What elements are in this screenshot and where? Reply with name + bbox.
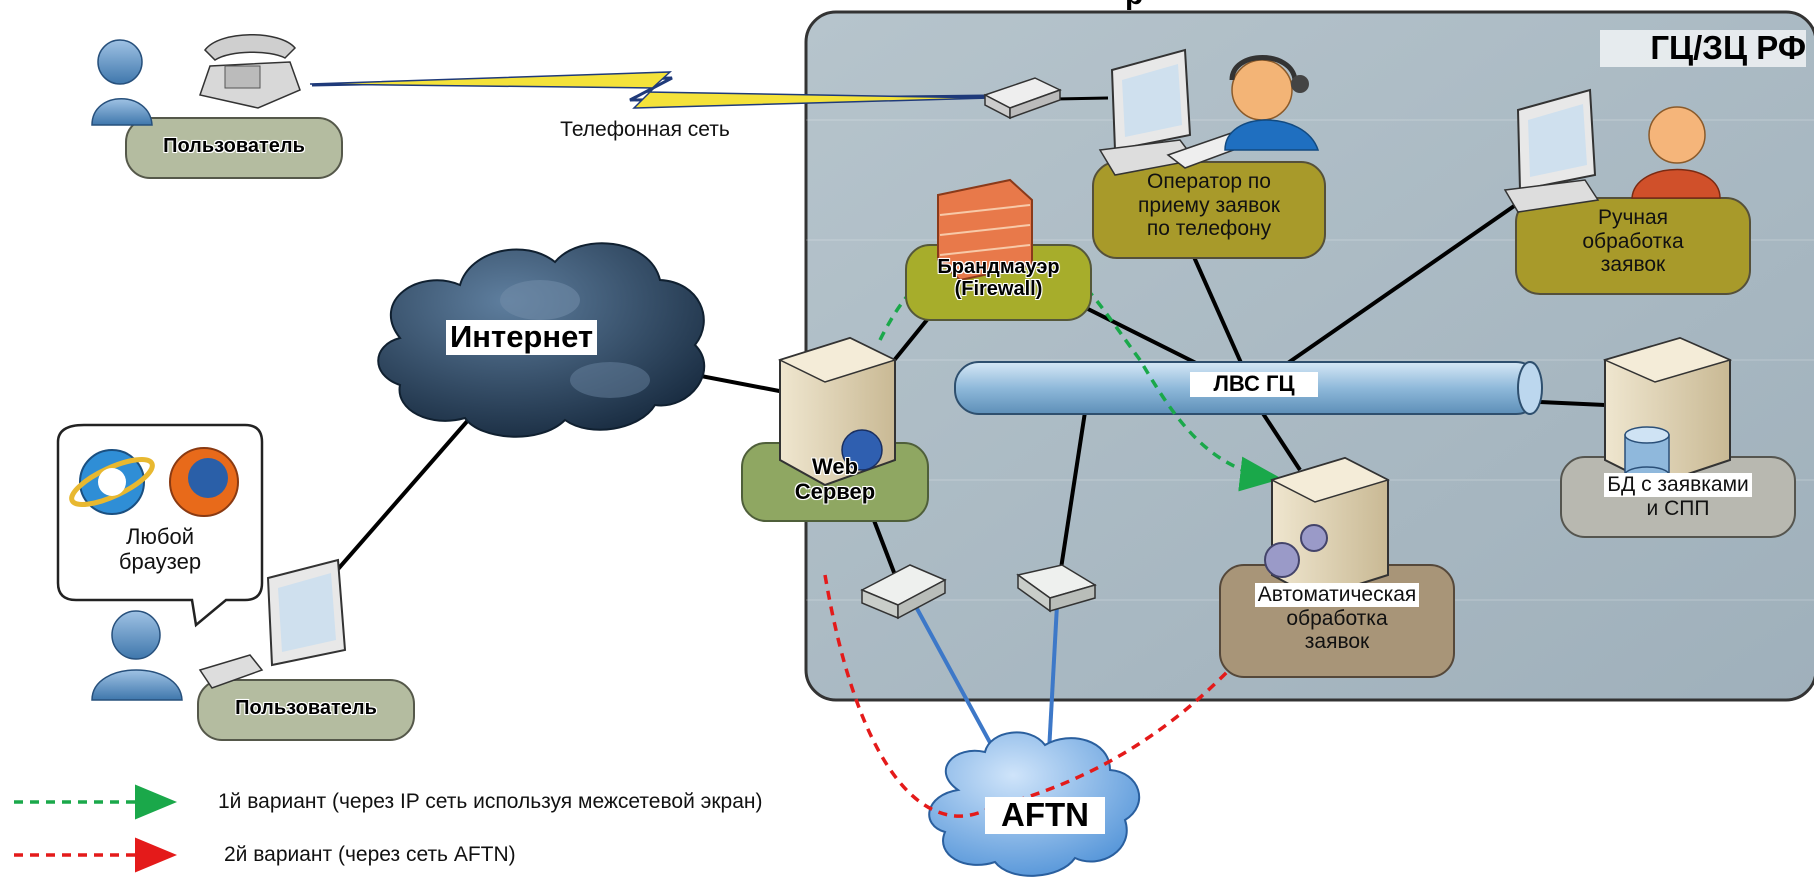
legend-item-2: 2й вариант (через сеть AFTN): [224, 843, 516, 866]
operator-label-line: приему заявок: [1138, 193, 1280, 217]
modem-icon: [983, 77, 1062, 120]
operator-label-line: Оператор по: [1147, 170, 1271, 193]
firewall-label-line: (Firewall): [954, 278, 1043, 301]
browser-label: Любой браузер: [60, 524, 260, 574]
computer-icon: [1098, 48, 1257, 176]
aftn-label: AFTN: [985, 796, 1105, 834]
zone-title: ГЦ/ЗЦ РФ: [1600, 29, 1806, 67]
router-icon: [1016, 564, 1097, 613]
database-label-line: и СПП: [1646, 496, 1710, 520]
web-server-label: Web Сервер: [742, 454, 928, 504]
firefox-icon: [169, 447, 239, 517]
firewall-label-line: Брандмауэр: [937, 256, 1060, 278]
firewall-label: Брандмауэр (Firewall): [906, 256, 1091, 301]
auto-label-line: заявок: [1304, 630, 1370, 654]
operator-icon: [1224, 55, 1320, 151]
database-label-line: БД с заявками: [1604, 473, 1752, 497]
router-icon: [860, 564, 947, 620]
auto-label: Автоматическая обработка заявок: [1220, 583, 1454, 654]
user-browser-pill: [197, 679, 415, 741]
web-server-label-line: Сервер: [794, 478, 876, 504]
user-browser-label: Пользователь: [235, 697, 377, 719]
user-icon: [91, 610, 183, 701]
lan-label: ЛВС ГЦ: [1190, 371, 1318, 397]
auto-label-line: Автоматическая: [1254, 583, 1420, 607]
gears-icon: [1264, 524, 1328, 578]
user-icon: [1631, 106, 1721, 199]
ie-browser-icon: [69, 449, 155, 515]
legend-item-1: 1й вариант (через IP сеть используя межс…: [218, 790, 763, 813]
server-icon: [777, 336, 898, 487]
server-icon: [1270, 456, 1390, 600]
web-server-label-line: Web: [811, 454, 859, 479]
user-phone-pill: [125, 117, 343, 179]
operator-label-line: по телефону: [1146, 217, 1272, 241]
computer-icon: [198, 558, 347, 689]
operator-pill: [1092, 161, 1326, 259]
telephone-icon: [199, 34, 301, 109]
user-icon: [91, 39, 153, 126]
user-phone-label: Пользователь: [163, 135, 305, 157]
manual-label-line: Ручная: [1597, 206, 1669, 229]
operator-label: Оператор по приему заявок по телефону: [1093, 170, 1325, 241]
top-title-fragment: р: [1125, 0, 1143, 11]
manual-label-line: обработка: [1582, 229, 1684, 253]
database-label: БД с заявками и СПП: [1561, 473, 1795, 520]
browser-label-line: браузер: [118, 548, 202, 574]
manual-label: Ручная обработка заявок: [1516, 206, 1750, 277]
internet-label: Интернет: [446, 319, 598, 355]
manual-label-line: заявок: [1600, 253, 1666, 277]
computer-icon: [1503, 88, 1600, 213]
firewall-icon: [937, 178, 1033, 282]
auto-label-line: обработка: [1286, 606, 1388, 630]
phone-network-label: Телефонная сеть: [560, 118, 730, 141]
browser-label-line: Любой: [125, 524, 195, 549]
